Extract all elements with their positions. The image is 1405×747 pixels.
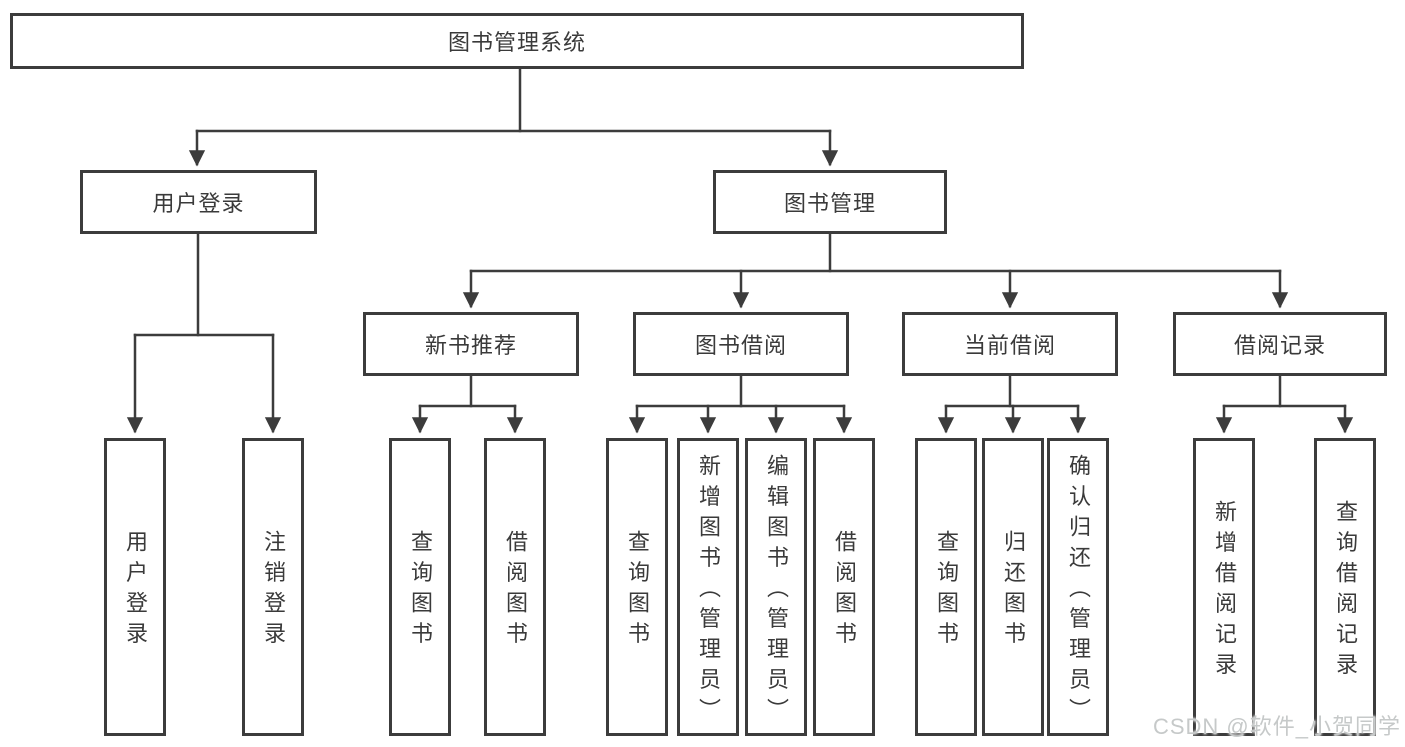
leaf-borrowing-borrow-books: 借阅图书 — [813, 438, 875, 736]
leaf-records-query-record: 查询借阅记录 — [1314, 438, 1376, 736]
leaf-current-query-books: 查询图书 — [915, 438, 977, 736]
leaf-newbooks-borrow-books: 借阅图书 — [484, 438, 546, 736]
node-borrowing-records-label: 借阅记录 — [1233, 333, 1326, 358]
leaf-borrowing-edit-books-admin: 编辑图书（管理员） — [745, 438, 807, 736]
node-borrowing-records: 借阅记录 — [1173, 312, 1387, 376]
leaf-borrowing-query-books: 查询图书 — [606, 438, 668, 736]
leaf-newbooks-borrow-books-label: 借阅图书 — [503, 530, 528, 652]
node-new-book-recommend-label: 新书推荐 — [424, 333, 517, 358]
node-new-book-recommend: 新书推荐 — [363, 312, 579, 376]
leaf-borrowing-query-books-label: 查询图书 — [625, 530, 650, 652]
leaf-user-login-label: 用户登录 — [123, 530, 148, 652]
node-book-borrowing-label: 图书借阅 — [694, 333, 787, 358]
leaf-records-add-record-label: 新增借阅记录 — [1212, 499, 1237, 683]
leaf-logout: 注销登录 — [242, 438, 304, 736]
node-book-borrowing: 图书借阅 — [633, 312, 849, 376]
leaf-records-add-record: 新增借阅记录 — [1193, 438, 1255, 736]
node-current-borrowing: 当前借阅 — [902, 312, 1118, 376]
node-book-management-label: 图书管理 — [783, 191, 876, 216]
leaf-borrowing-add-books-admin-label: 新增图书（管理员） — [696, 453, 721, 729]
node-book-management: 图书管理 — [713, 170, 947, 234]
node-root: 图书管理系统 — [10, 13, 1024, 69]
node-user-login: 用户登录 — [80, 170, 317, 234]
leaf-newbooks-query-books-label: 查询图书 — [408, 530, 433, 652]
leaf-current-return-books: 归还图书 — [982, 438, 1044, 736]
csdn-watermark: CSDN @软件_小贺同学 — [1152, 714, 1401, 739]
leaf-user-login: 用户登录 — [104, 438, 166, 736]
leaf-current-confirm-return-admin-label: 确认归还（管理员） — [1066, 453, 1091, 729]
leaf-newbooks-query-books: 查询图书 — [389, 438, 451, 736]
leaf-logout-label: 注销登录 — [261, 530, 286, 652]
node-current-borrowing-label: 当前借阅 — [963, 333, 1056, 358]
node-root-label: 图书管理系统 — [447, 30, 586, 55]
leaf-borrowing-borrow-books-label: 借阅图书 — [832, 530, 857, 652]
node-user-login-label: 用户登录 — [152, 191, 245, 216]
leaf-current-return-books-label: 归还图书 — [1001, 530, 1026, 652]
leaf-borrowing-edit-books-admin-label: 编辑图书（管理员） — [764, 453, 789, 729]
leaf-current-query-books-label: 查询图书 — [934, 530, 959, 652]
leaf-borrowing-add-books-admin: 新增图书（管理员） — [677, 438, 739, 736]
leaf-current-confirm-return-admin: 确认归还（管理员） — [1047, 438, 1109, 736]
leaf-records-query-record-label: 查询借阅记录 — [1333, 499, 1358, 683]
